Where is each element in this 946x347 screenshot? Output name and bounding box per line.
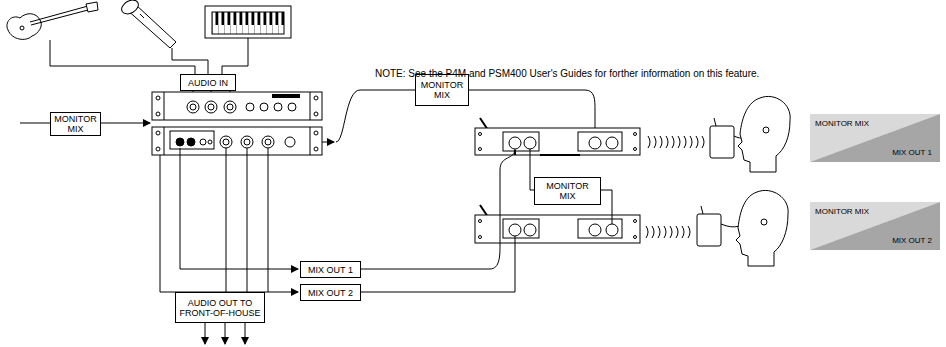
box-label: AUDIO IN (188, 78, 228, 88)
box-label: MIX OUT 2 (308, 288, 353, 298)
mix-split-box: MONITOR MIX MIX OUT 1 (810, 114, 940, 162)
bodypack-receiver (710, 96, 790, 172)
input-label-box: AUDIO IN (180, 74, 236, 91)
box-label: MONITOR MIX (815, 119, 869, 128)
box-label: AUDIO OUT TO FRONT-OF-HOUSE (179, 298, 261, 318)
mix-out-box: MIX OUT 2 (300, 284, 361, 301)
box-label: MONITOR MIX (815, 207, 869, 216)
psm400-transmitter (475, 118, 640, 155)
front-of-house-box: AUDIO OUT TO FRONT-OF-HOUSE (175, 292, 265, 323)
monitor-mix-box: MONITOR MIX (50, 112, 101, 136)
bodypack-receiver (697, 190, 788, 266)
mix-out-box: MIX OUT 1 (300, 261, 361, 278)
keyboard-icon (205, 6, 291, 38)
box-label: MIX OUT 2 (892, 236, 932, 245)
box-label: MONITOR MIX (419, 80, 465, 100)
monitor-mix-box: MONITOR MIX (534, 177, 601, 205)
box-label: MONITOR MIX (538, 181, 597, 201)
note-text: NOTE: See the P4M and PSM400 User's Guid… (375, 68, 759, 80)
box-label: MIX OUT 1 (892, 148, 932, 157)
radio-waves (646, 136, 704, 238)
mix-split-box: MONITOR MIX MIX OUT 2 (810, 202, 940, 250)
box-label: MONITOR MIX (54, 114, 97, 134)
box-label: MIX OUT 1 (308, 265, 353, 275)
guitar-icon (7, 2, 98, 39)
p4m-rear-panel (152, 92, 322, 120)
p4m-output-panel (152, 127, 322, 155)
microphone-icon (119, 0, 176, 48)
